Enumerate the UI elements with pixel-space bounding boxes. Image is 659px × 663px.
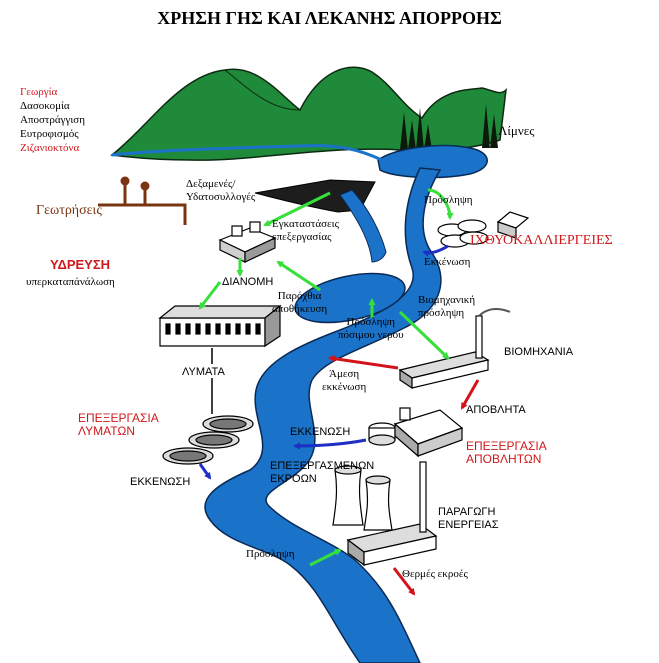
label-power-generation: ΠΑΡΑΓΩΓΗ ΕΝΕΡΓΕΙΑΣ: [438, 506, 499, 531]
direct-discharge-arrows: [328, 355, 480, 596]
label-waste-treatment: ΕΠΕΞΕΡΓΑΣΙΑ ΑΠΟΒΛΗΤΩΝ: [466, 439, 547, 466]
label-drainage: Αποστράγγιση: [20, 114, 85, 126]
label-reservoirs: Δεξαμενές/ Υδατοσυλλογές: [186, 178, 256, 203]
label-direct-discharge: Άμεση εκκένωση: [322, 368, 367, 393]
label-overexploitation: υπερκαταπάνάλωση: [26, 276, 115, 288]
arrow-thermal-discharge: [392, 567, 416, 596]
label-sewage-discharge: ΕΚΚΕΝΩΣΗ: [130, 476, 191, 488]
label-effluent-discharge: ΕΚΚΕΝΩΣΗ: [290, 426, 351, 438]
label-sewage-treatment: ΕΠΕΞΕΡΓΑΣΙΑ ΛΥΜΑΤΩΝ: [78, 411, 159, 438]
label-fish-discharge: Εκκένωση: [424, 256, 471, 268]
label-drinking-intake: Πρόσληψη πόσιμου νερου: [338, 316, 404, 341]
arrow-fish-discharge: [422, 244, 449, 257]
label-herbicides: Ζιζανιοκτόνα: [20, 142, 80, 154]
arrow-power-intake: [309, 548, 342, 567]
green-hills: [110, 66, 508, 161]
label-agriculture: Γεωργία: [20, 86, 58, 98]
label-boreholes: Γεωτρήσεις: [36, 203, 102, 218]
label-water-supply: ΥΔΡΕΥΣΗ: [50, 257, 111, 272]
arrow-fish-intake: [427, 188, 454, 220]
arrow-storage-to-distribution: [276, 260, 321, 292]
houses-icon: [158, 304, 282, 348]
label-lakes: Λίμνες: [498, 123, 535, 138]
reservoir-spill: [339, 189, 387, 263]
intake-arrows: [198, 188, 454, 567]
label-sewage: ΛΥΜΑΤΑ: [182, 366, 225, 378]
label-bank-storage: Παρόχθια αποθήκευση: [272, 290, 328, 315]
treatment-plant-icon: [218, 221, 277, 263]
arrow-sewage-discharge: [198, 463, 212, 480]
bank-storage-pond: [294, 272, 406, 324]
label-industrial-intake: Βιομηχανική πρόσληψη: [418, 294, 476, 319]
label-fish-intake: Πρόσληψη: [424, 194, 473, 206]
arrow-reservoir-to-treatment: [263, 191, 331, 227]
arrow-distribution-to-houses: [198, 281, 222, 310]
label-forestry: Δασοκομία: [20, 100, 70, 112]
hill-ridge-line: [224, 69, 301, 111]
label-industry: ΒΙΟΜΗΧΑΝΙΑ: [504, 346, 574, 358]
effluent-plant-icon: [368, 407, 464, 458]
fish-farm-icon: [437, 211, 530, 248]
arrow-direct-discharge: [328, 355, 399, 370]
label-waste: ΑΠΟΒΛΗΤΑ: [466, 404, 526, 416]
label-thermal-discharge: Θερμές εκροές: [402, 568, 468, 580]
borehole-icon: [98, 176, 187, 225]
page-title: ΧΡΗΣΗ ΓΗΣ ΚΑΙ ΛΕΚΑΝΗΣ ΑΠΟΡΡΟΗΣ: [157, 8, 502, 28]
arrow-waste-to-treatment: [460, 379, 480, 410]
label-distribution: ΔΙΑΝΟΜΗ: [222, 276, 274, 288]
power-plant-icon: [332, 461, 438, 567]
arrow-effluent-discharge: [293, 438, 367, 450]
sewage-tanks-icon: [162, 415, 254, 465]
discharge-arrows: [198, 244, 449, 480]
label-power-intake: Πρόσληψη: [246, 548, 295, 560]
label-treatment-plant: Εγκαταστάσεις επεξεργασίας: [272, 218, 339, 243]
arrow-industrial-intake: [398, 310, 450, 360]
industry-icon: [398, 308, 511, 390]
river: [204, 167, 442, 663]
label-eutrophication: Ευτροφισμός: [20, 128, 79, 140]
label-treated-effluent: ΕΠΕΞΕΡΓΑΣΜΕΝΩΝ ΕΚΡΟΩΝ: [270, 460, 375, 485]
stream: [111, 144, 383, 162]
label-fish-farms: ΙΧΘΥΟΚΑΛΛΙΕΡΓΕΙΕΣ: [470, 233, 613, 248]
lake: [377, 144, 488, 179]
forest-icon: [400, 104, 498, 150]
